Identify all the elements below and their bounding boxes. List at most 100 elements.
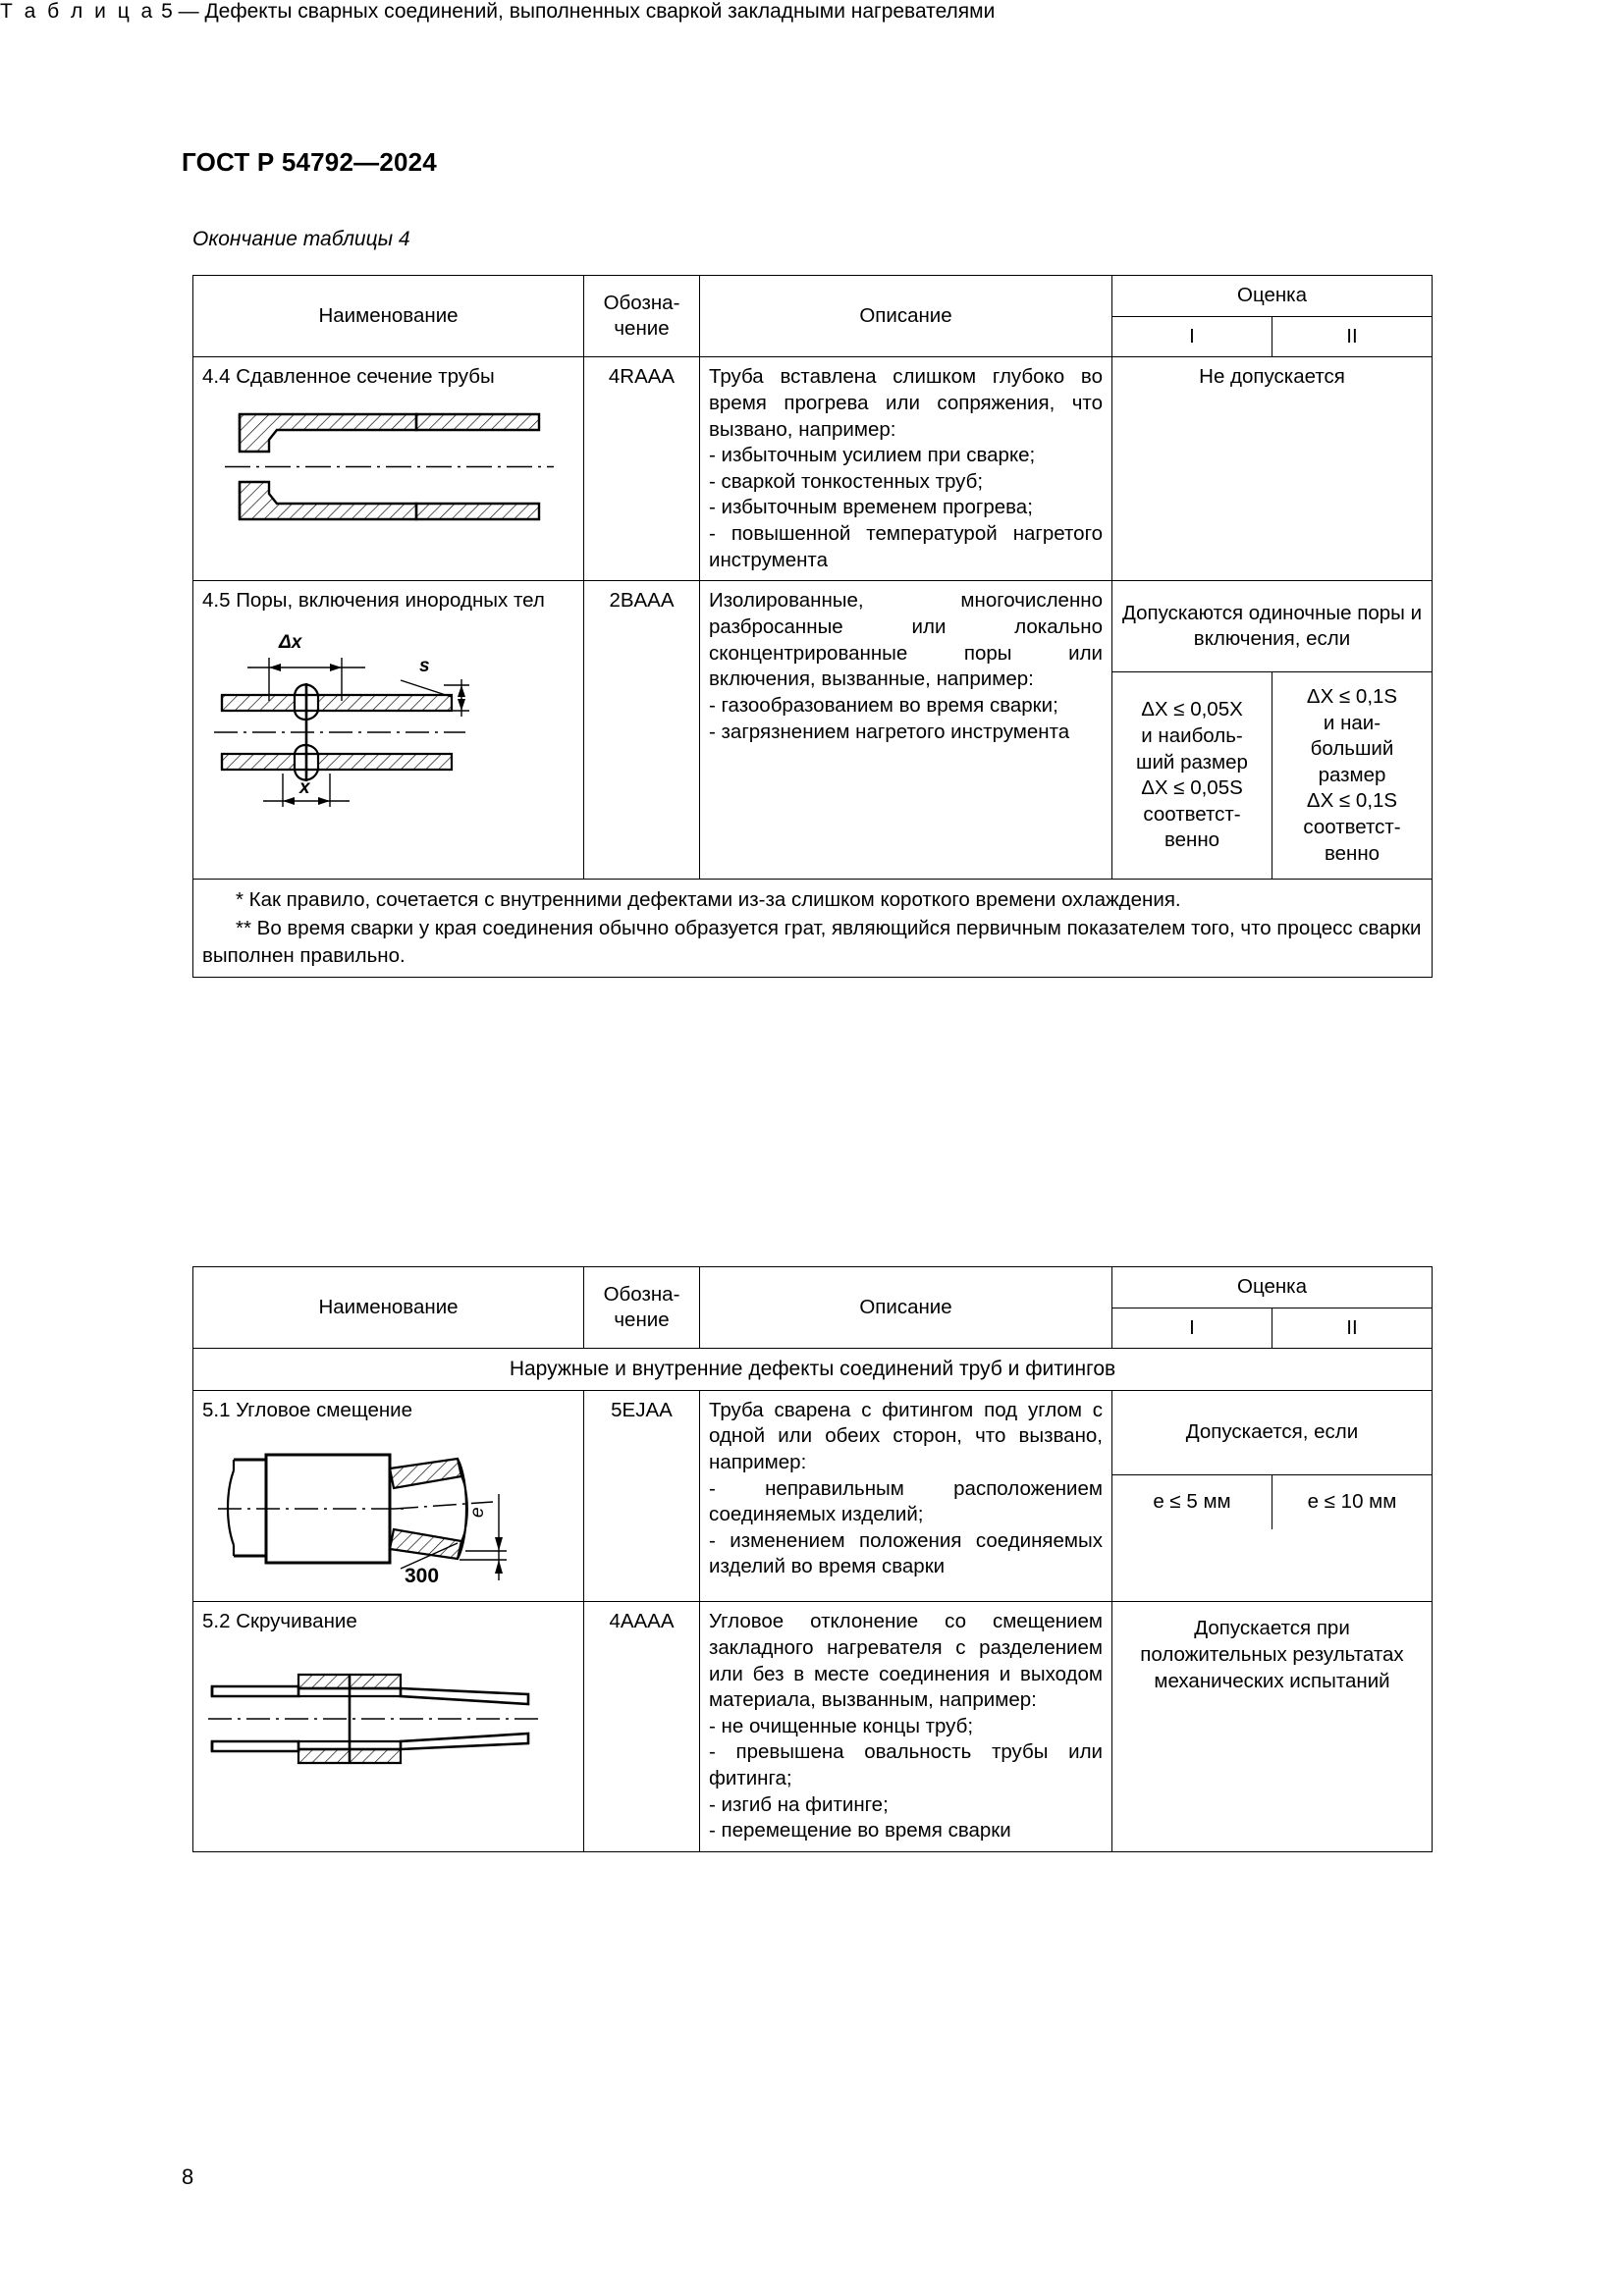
table-row: * Как правило, сочетается с внутренними … bbox=[192, 879, 1433, 979]
table5-section-header: Наружные и внутренние дефекты соединений… bbox=[192, 1348, 1433, 1391]
description-bullet: - избыточным усилием при сварке; bbox=[709, 444, 1036, 467]
evaluation-2-5-1: e ≤ 10 мм bbox=[1307, 1490, 1397, 1514]
cell-evaluation-4-5: Допускаются одиночные поры и включения, … bbox=[1111, 580, 1433, 881]
squeezed-pipe-section-drawing bbox=[220, 400, 574, 533]
cell-description-4-4: Труба вставлена слишком глубоко во время… bbox=[699, 356, 1112, 582]
description-bullet: - повышенной температурой нагретого инст… bbox=[709, 522, 1103, 571]
table-4: Наименование Обозна- чение Описание Оцен… bbox=[192, 274, 1433, 979]
description-bullet: - изменением положения соединяемых издел… bbox=[709, 1528, 1103, 1578]
th-designation-line2: чение bbox=[614, 1308, 670, 1332]
table-row: 4.5 Поры, включения инородных тел Δx bbox=[192, 580, 1433, 881]
svg-text:Δx: Δx bbox=[278, 632, 303, 653]
cell-name-4-4: 4.4 Сдавленное сечение трубы bbox=[192, 356, 584, 582]
th-designation: Обозна- чение bbox=[583, 1265, 700, 1350]
eval-line: ΔX ≤ 0,1S bbox=[1306, 789, 1398, 813]
angular-offset-drawing: e 300 bbox=[212, 1433, 574, 1590]
description-bullet: - газообразованием во время сварки; bbox=[709, 693, 1058, 717]
defect-title: 4.5 Поры, включения инородных тел bbox=[202, 589, 545, 613]
description-bullet: - сваркой тонкостенных труб; bbox=[709, 469, 984, 493]
evaluation-header-5-1: Допускается, если bbox=[1112, 1390, 1432, 1476]
evaluation-2-4-5: ΔX ≤ 0,1S и наи- больший размер ΔX ≤ 0,1… bbox=[1272, 671, 1433, 879]
description-paragraph: Изолированные, многочисленно разбросанны… bbox=[709, 589, 1103, 691]
table5-caption-text: Дефекты сварных соединений, выполненных … bbox=[204, 0, 996, 23]
svg-text:x: x bbox=[298, 777, 311, 798]
page-number: 8 bbox=[182, 2164, 194, 2189]
description-bullet: - избыточным временем прогрева; bbox=[709, 496, 1033, 519]
note-1: * Как правило, сочетается с внутренними … bbox=[236, 888, 1181, 912]
description-paragraph: Угловое отклонение со смещением закладно… bbox=[709, 1610, 1103, 1712]
description-paragraph: Труба вставлена слишком глубоко во время… bbox=[709, 365, 1103, 441]
table-row: Наименование Обозна- чение Описание Оцен… bbox=[192, 1265, 1433, 1350]
th-description: Описание bbox=[699, 1265, 1112, 1350]
th-name: Наименование bbox=[192, 274, 584, 358]
th-evaluation-1: I bbox=[1111, 315, 1272, 358]
defect-title: 5.1 Угловое смещение bbox=[202, 1398, 413, 1421]
cell-evaluation-5-1: Допускается, если e ≤ 5 мм e ≤ 10 мм bbox=[1111, 1389, 1433, 1603]
table4-caption: Окончание таблицы 4 bbox=[192, 228, 410, 250]
th-name: Наименование bbox=[192, 1265, 584, 1350]
eval-line: ший размер bbox=[1136, 750, 1248, 774]
eval-line: ΔX ≤ 0,1S bbox=[1306, 684, 1398, 708]
th-designation-line2: чение bbox=[614, 317, 670, 341]
evaluation-1-5-1: e ≤ 5 мм bbox=[1112, 1474, 1272, 1529]
th-designation-line1: Обозна- bbox=[603, 1282, 680, 1306]
table-row: Наименование Обозна- чение Описание Оцен… bbox=[192, 274, 1433, 358]
cell-name-4-5: 4.5 Поры, включения инородных тел Δx bbox=[192, 580, 584, 881]
description-bullet: - загрязнением нагретого инструмента bbox=[709, 720, 1070, 743]
th-evaluation: Оценка bbox=[1111, 1266, 1433, 1308]
table-row: 4.4 Сдавленное сечение трубы bbox=[192, 356, 1433, 582]
th-evaluation-2: II bbox=[1272, 315, 1433, 358]
eval-line: венно bbox=[1324, 841, 1380, 865]
eval-line: и наи- bbox=[1323, 711, 1381, 734]
th-description: Описание bbox=[699, 274, 1112, 358]
cell-designation-5-2: 4AAAA bbox=[583, 1601, 700, 1852]
evaluation-header-4-5: Допускаются одиночные поры и включения, … bbox=[1112, 581, 1432, 672]
th-evaluation-1: I bbox=[1111, 1307, 1272, 1350]
cell-designation-4-5: 2BAAA bbox=[583, 580, 700, 881]
th-designation: Обозна- чение bbox=[583, 274, 700, 358]
table-5: Наименование Обозна- чение Описание Оцен… bbox=[192, 1265, 1433, 1852]
eval-line: размер bbox=[1318, 763, 1386, 786]
cell-designation-5-1: 5EJAA bbox=[583, 1389, 700, 1603]
table5-caption-dash: — bbox=[178, 0, 199, 23]
note-2: ** Во время сварки у края соединения обы… bbox=[202, 916, 1422, 967]
evaluation-1-4-5: ΔX ≤ 0,05X и наиболь- ший размер ΔX ≤ 0,… bbox=[1112, 671, 1272, 880]
table-row: 5.2 Скручивание bbox=[192, 1601, 1433, 1852]
table5-caption-number: 5 bbox=[161, 0, 173, 23]
table-row: Наружные и внутренние дефекты соединений… bbox=[192, 1348, 1433, 1391]
th-evaluation-2: II bbox=[1272, 1307, 1433, 1350]
svg-text:e: e bbox=[467, 1508, 488, 1519]
cell-description-5-1: Труба сварена с фитингом под углом с одн… bbox=[699, 1389, 1112, 1603]
eval-line: соответст- bbox=[1143, 802, 1241, 826]
cell-designation-4-4: 4RAAA bbox=[583, 356, 700, 582]
twisting-drawing bbox=[204, 1645, 574, 1792]
table-row: I II bbox=[193, 1307, 1433, 1350]
eval-line: ΔX ≤ 0,05S bbox=[1141, 776, 1243, 800]
cell-name-5-1: 5.1 Угловое смещение bbox=[192, 1389, 584, 1603]
defect-title: 5.2 Скручивание bbox=[202, 1610, 357, 1633]
cell-description-4-5: Изолированные, многочисленно разбросанны… bbox=[699, 580, 1112, 881]
eval-line: ΔX ≤ 0,05X bbox=[1141, 698, 1243, 721]
cell-evaluation-5-2: Допускается при положительных результата… bbox=[1111, 1601, 1433, 1852]
cell-description-5-2: Угловое отклонение со смещением закладно… bbox=[699, 1601, 1112, 1852]
eval-line: и наиболь- bbox=[1141, 723, 1243, 747]
svg-text:s: s bbox=[419, 656, 430, 676]
cell-evaluation-4-4: Не допускается bbox=[1111, 356, 1433, 582]
pores-inclusions-drawing: Δx s bbox=[208, 624, 574, 816]
th-designation-line1: Обозна- bbox=[603, 291, 680, 314]
eval-line: больший bbox=[1310, 737, 1394, 761]
table-row: I II bbox=[193, 315, 1433, 358]
table-row: 5.1 Угловое смещение bbox=[192, 1389, 1433, 1603]
table4-notes: * Как правило, сочетается с внутренними … bbox=[192, 879, 1433, 979]
cell-name-5-2: 5.2 Скручивание bbox=[192, 1601, 584, 1852]
svg-text:300: 300 bbox=[405, 1565, 439, 1587]
description-bullet: - превышена овальность трубы или фитинга… bbox=[709, 1740, 1103, 1790]
table5-caption: Т а б л и ц а 5 — Дефекты сварных соедин… bbox=[0, 0, 1624, 24]
standard-header: ГОСТ Р 54792—2024 bbox=[182, 147, 437, 177]
description-paragraph: Труба сварена с фитингом под углом с одн… bbox=[709, 1398, 1103, 1473]
description-bullet: - неправильным расположением соединяемых… bbox=[709, 1476, 1103, 1526]
table5-caption-label: Т а б л и ц а bbox=[0, 0, 156, 23]
defect-title: 4.4 Сдавленное сечение трубы bbox=[202, 365, 495, 389]
th-evaluation: Оценка bbox=[1111, 275, 1433, 317]
